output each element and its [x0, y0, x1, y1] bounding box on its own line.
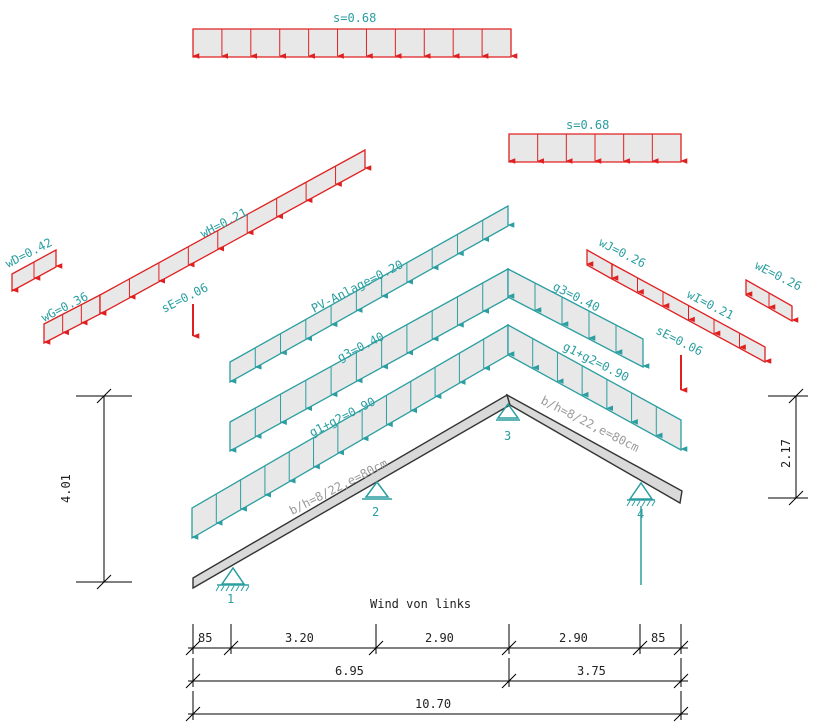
wind-wJ-band — [586, 248, 613, 281]
support-2 — [362, 480, 392, 500]
dead-load-g12 — [191, 323, 688, 540]
dimension-row-3 — [185, 691, 689, 722]
snow-load-right — [508, 133, 688, 164]
support-3 — [496, 402, 520, 421]
wind-wH-band — [99, 148, 366, 316]
support-2-label: 2 — [372, 505, 379, 519]
dimension-row-3-total: 10.70 — [415, 697, 451, 711]
dimension-height-right — [768, 388, 808, 506]
dimension-row-1 — [185, 624, 689, 656]
dimension-row-1-seg-2: 3.20 — [285, 631, 314, 645]
support-1 — [215, 566, 250, 592]
dimension-row-2-seg-1: 6.95 — [335, 664, 364, 678]
wind-load-wJ — [586, 248, 619, 281]
point-load-sE-right-label: sE=0.06 — [654, 323, 705, 358]
dimension-row-1-seg-4: 2.90 — [559, 631, 588, 645]
wind-load-wE — [745, 278, 799, 323]
dead-load-g3 — [229, 267, 650, 453]
wind-load-wD — [11, 248, 63, 293]
diagram-title: Wind von links — [370, 597, 471, 611]
rafter-right — [505, 393, 683, 505]
support-3-label: 3 — [504, 429, 511, 443]
dimension-row-2-seg-2: 3.75 — [577, 664, 606, 678]
dimension-row-2 — [185, 658, 689, 689]
dimension-row-1-seg-1: 85 — [198, 631, 212, 645]
wind-load-wI — [611, 262, 772, 364]
snow-top-band — [192, 28, 512, 58]
point-load-sE-left-label: sE=0.06 — [159, 280, 210, 315]
support-4-label: 4 — [637, 507, 644, 521]
snow-load-top-label: s=0.68 — [333, 11, 376, 25]
dimension-row-1-seg-5: 85 — [651, 631, 665, 645]
dimension-height-right-label: 2.17 — [779, 439, 793, 468]
wind-load-wH — [99, 148, 372, 316]
snow-load-top — [192, 28, 518, 59]
support-4 — [626, 481, 656, 585]
snow-load-right-label: s=0.68 — [566, 118, 609, 132]
dimension-height-left — [76, 388, 132, 590]
dimension-height-left-label: 4.01 — [59, 474, 73, 503]
dead-load-pv — [229, 204, 515, 384]
dimension-row-1-seg-3: 2.90 — [425, 631, 454, 645]
support-1-label: 1 — [227, 592, 234, 606]
